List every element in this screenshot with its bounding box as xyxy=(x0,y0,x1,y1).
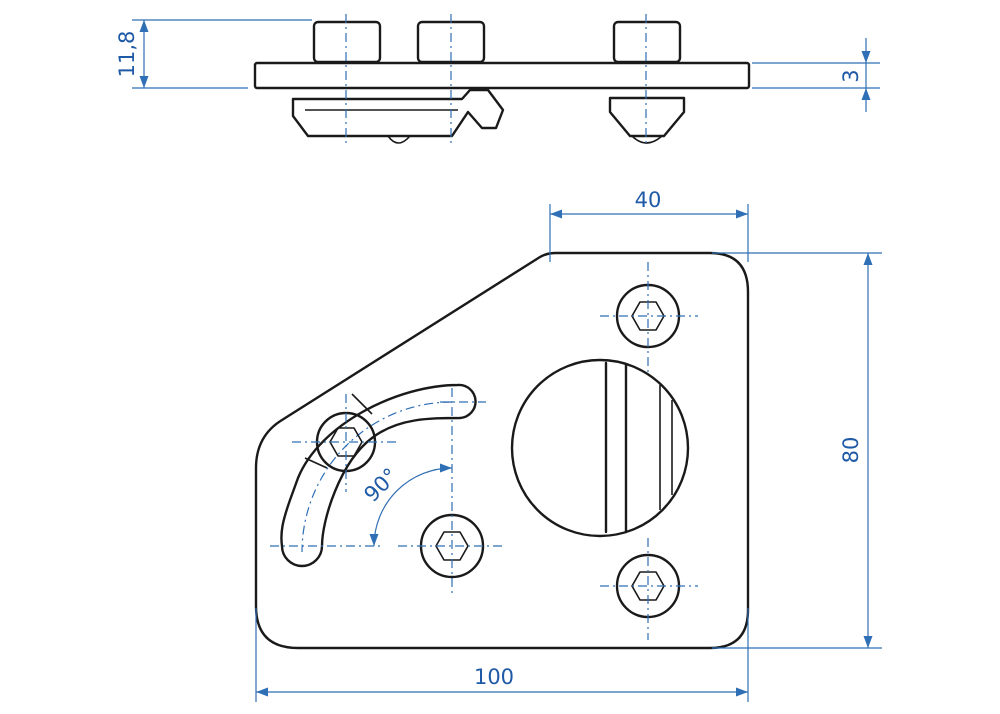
plate-outline xyxy=(254,251,750,650)
label-plate-height: 80 xyxy=(839,437,863,464)
dimension-plate-height: 80 xyxy=(712,252,882,649)
dimension-plate-thickness: 3 xyxy=(752,38,880,112)
screw-head-left xyxy=(312,20,382,64)
front-view xyxy=(254,251,750,650)
dimension-plate-width: 100 xyxy=(255,608,749,702)
dimension-hole-spacing: 40 xyxy=(549,188,749,262)
label-plate-thickness: 3 xyxy=(839,69,863,82)
side-plate xyxy=(253,61,751,90)
label-side-height: 11,8 xyxy=(115,31,139,78)
round-window xyxy=(510,358,690,538)
slot-nut-right xyxy=(608,96,686,138)
dimension-slot-angle: 90° xyxy=(359,463,453,547)
side-view xyxy=(253,14,751,146)
curved-slot xyxy=(280,383,477,568)
dimension-side-height: 11,8 xyxy=(115,19,312,89)
label-slot-angle: 90° xyxy=(359,463,402,506)
label-plate-width: 100 xyxy=(474,665,514,689)
slot-nut-left xyxy=(291,88,505,138)
screw-head-right xyxy=(612,20,682,64)
label-hole-spacing: 40 xyxy=(635,188,662,212)
